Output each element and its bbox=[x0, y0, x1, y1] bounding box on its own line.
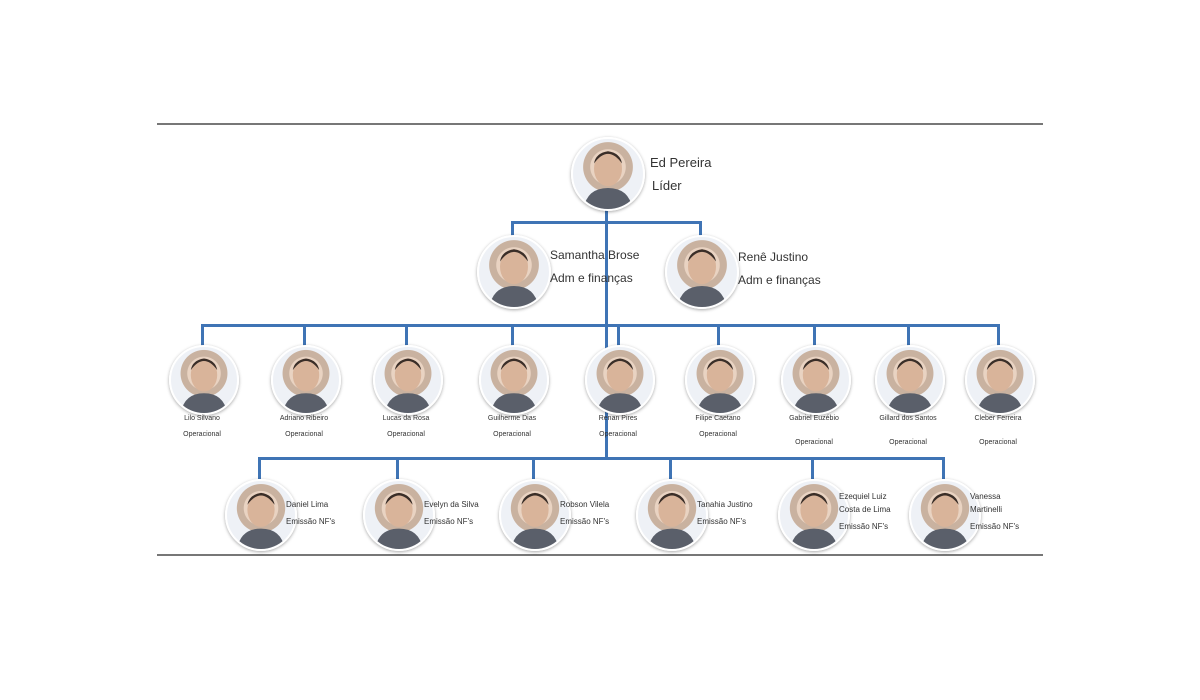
operational-name: Lucas da Rosa bbox=[382, 415, 430, 422]
person-photo-icon bbox=[648, 492, 696, 549]
invoicing-photo bbox=[778, 479, 850, 551]
invoicing-photo bbox=[225, 479, 297, 551]
leader-photo bbox=[571, 137, 645, 211]
person-photo-icon bbox=[282, 358, 330, 413]
invoicing-name: Vanessa Martinelli bbox=[970, 492, 1003, 514]
invoicing-role: Emissão NF's bbox=[560, 517, 610, 526]
invoicing-role: Emissão NF's bbox=[970, 522, 1020, 531]
operational-role: Operacional bbox=[795, 439, 833, 446]
person-photo-icon bbox=[886, 358, 934, 413]
operational-role: Operacional bbox=[387, 431, 425, 438]
operational-role: Operacional bbox=[183, 431, 221, 438]
operational-name: Gillard dos Santos bbox=[879, 415, 937, 422]
person-photo-icon bbox=[375, 492, 423, 549]
connector-line bbox=[511, 221, 514, 237]
operational-photo bbox=[373, 345, 443, 415]
invoicing-name: Ezequiel Luiz Costa de Lima bbox=[839, 492, 891, 514]
invoicing-role: Emissão NF's bbox=[839, 522, 889, 531]
operational-role: Operacional bbox=[889, 439, 927, 446]
admin-photo bbox=[665, 235, 739, 309]
invoicing-role: Emissão NF's bbox=[424, 517, 474, 526]
invoicing-photo bbox=[363, 479, 435, 551]
operational-name: Renan Pires bbox=[598, 415, 638, 422]
operational-name: Adriano Ribeiro bbox=[279, 415, 329, 422]
admin-role: Adm e finanças bbox=[738, 273, 821, 287]
operational-name: Lilo Silvano bbox=[184, 415, 220, 422]
person-photo-icon bbox=[237, 492, 285, 549]
connector-line bbox=[201, 324, 204, 346]
connector-line bbox=[717, 324, 720, 346]
connector-line bbox=[617, 324, 620, 346]
operational-photo bbox=[781, 345, 851, 415]
person-photo-icon bbox=[511, 492, 559, 549]
operational-role: Operacional bbox=[599, 431, 637, 438]
person-photo-icon bbox=[583, 151, 633, 209]
person-photo-icon bbox=[976, 358, 1024, 413]
operational-role: Operacional bbox=[493, 431, 531, 438]
person-photo-icon bbox=[384, 358, 432, 413]
person-photo-icon bbox=[490, 358, 538, 413]
leader-role: Líder bbox=[652, 178, 682, 193]
connector-line bbox=[997, 324, 1000, 346]
bottom-rule bbox=[157, 554, 1043, 556]
operational-photo bbox=[685, 345, 755, 415]
admin-name: Renê Justino bbox=[738, 250, 809, 264]
connector-line bbox=[201, 324, 998, 327]
operational-photo bbox=[965, 345, 1035, 415]
connector-line bbox=[405, 324, 408, 346]
person-photo-icon bbox=[489, 249, 539, 307]
connector-line bbox=[511, 221, 702, 224]
operational-name: Gabriel Euzébio bbox=[789, 415, 839, 422]
operational-photo bbox=[479, 345, 549, 415]
admin-role: Adm e finanças bbox=[550, 271, 633, 285]
operational-role: Operacional bbox=[699, 431, 737, 438]
person-photo-icon bbox=[921, 492, 969, 549]
invoicing-name: Evelyn da Silva bbox=[424, 500, 479, 509]
invoicing-photo bbox=[909, 479, 981, 551]
connector-line bbox=[303, 324, 306, 346]
invoicing-role: Emissão NF's bbox=[286, 517, 336, 526]
person-photo-icon bbox=[696, 358, 744, 413]
connector-line bbox=[258, 457, 945, 460]
connector-line bbox=[511, 324, 514, 346]
operational-role: Operacional bbox=[979, 439, 1017, 446]
connector-line bbox=[699, 221, 702, 237]
person-photo-icon bbox=[180, 358, 228, 413]
operational-photo bbox=[875, 345, 945, 415]
operational-name: Cleber Ferreira bbox=[974, 415, 1022, 422]
operational-photo bbox=[169, 345, 239, 415]
operational-role: Operacional bbox=[285, 431, 323, 438]
connector-line bbox=[396, 457, 399, 479]
invoicing-name: Tanahia Justino bbox=[697, 500, 753, 509]
connector-line bbox=[907, 324, 910, 346]
operational-name: Filipe Caetano bbox=[695, 415, 741, 422]
person-photo-icon bbox=[792, 358, 840, 413]
connector-line bbox=[532, 457, 535, 479]
admin-photo bbox=[477, 235, 551, 309]
connector-line bbox=[605, 208, 608, 326]
operational-name: Guilherme Dias bbox=[487, 415, 537, 422]
operational-photo bbox=[271, 345, 341, 415]
top-rule bbox=[157, 123, 1043, 125]
person-photo-icon bbox=[677, 249, 727, 307]
connector-line bbox=[942, 457, 945, 479]
connector-line bbox=[669, 457, 672, 479]
connector-line bbox=[258, 457, 261, 479]
invoicing-photo bbox=[499, 479, 571, 551]
admin-name: Samantha Brose bbox=[550, 248, 640, 262]
person-photo-icon bbox=[790, 492, 838, 549]
connector-line bbox=[813, 324, 816, 346]
operational-photo bbox=[585, 345, 655, 415]
invoicing-name: Daniel Lima bbox=[286, 500, 329, 509]
invoicing-name: Robson Vilela bbox=[560, 500, 610, 509]
connector-line bbox=[811, 457, 814, 479]
leader-name: Ed Pereira bbox=[650, 155, 712, 170]
person-photo-icon bbox=[596, 358, 644, 413]
invoicing-role: Emissão NF's bbox=[697, 517, 747, 526]
invoicing-photo bbox=[636, 479, 708, 551]
